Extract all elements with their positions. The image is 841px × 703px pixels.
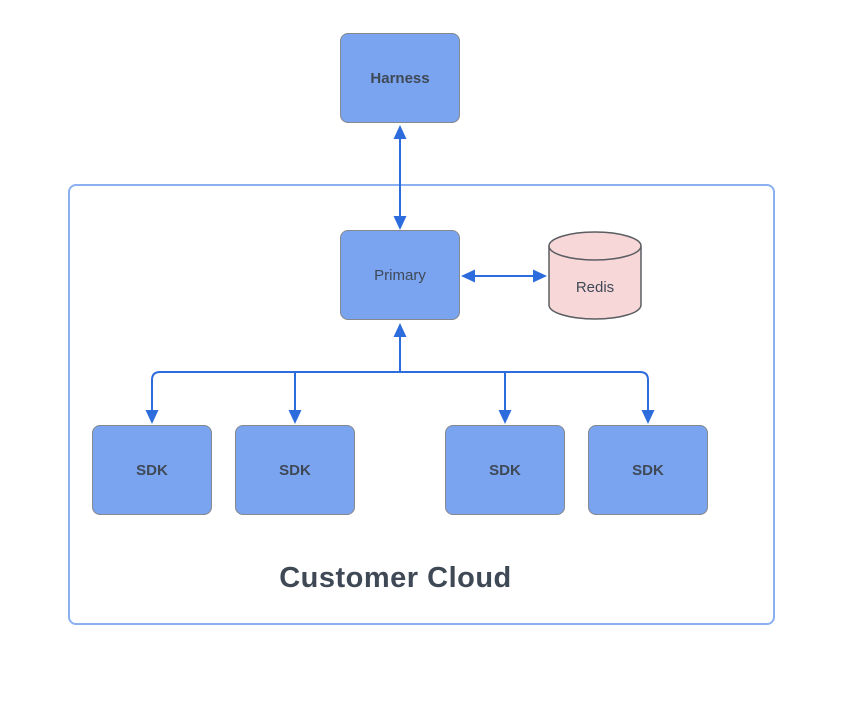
primary-node-label: Primary <box>374 266 426 284</box>
sdk-node-4: SDK <box>588 425 708 515</box>
sdk-node-3: SDK <box>445 425 565 515</box>
arrow-up-icon <box>393 125 407 139</box>
sdk-node-3-label: SDK <box>489 461 521 479</box>
sdk-node-1: SDK <box>92 425 212 515</box>
cylinder-icon <box>548 231 642 320</box>
redis-node-label: Redis <box>575 278 615 296</box>
customer-cloud-label: Customer Cloud <box>279 562 512 594</box>
sdk-node-1-label: SDK <box>136 461 168 479</box>
customer-cloud-container <box>68 184 775 625</box>
harness-node: Harness <box>340 33 460 123</box>
sdk-node-2: SDK <box>235 425 355 515</box>
sdk-node-4-label: SDK <box>632 461 664 479</box>
redis-cylinder-node: Redis <box>548 231 642 321</box>
harness-node-label: Harness <box>370 69 430 87</box>
sdk-node-2-label: SDK <box>279 461 311 479</box>
primary-node: Primary <box>340 230 460 320</box>
